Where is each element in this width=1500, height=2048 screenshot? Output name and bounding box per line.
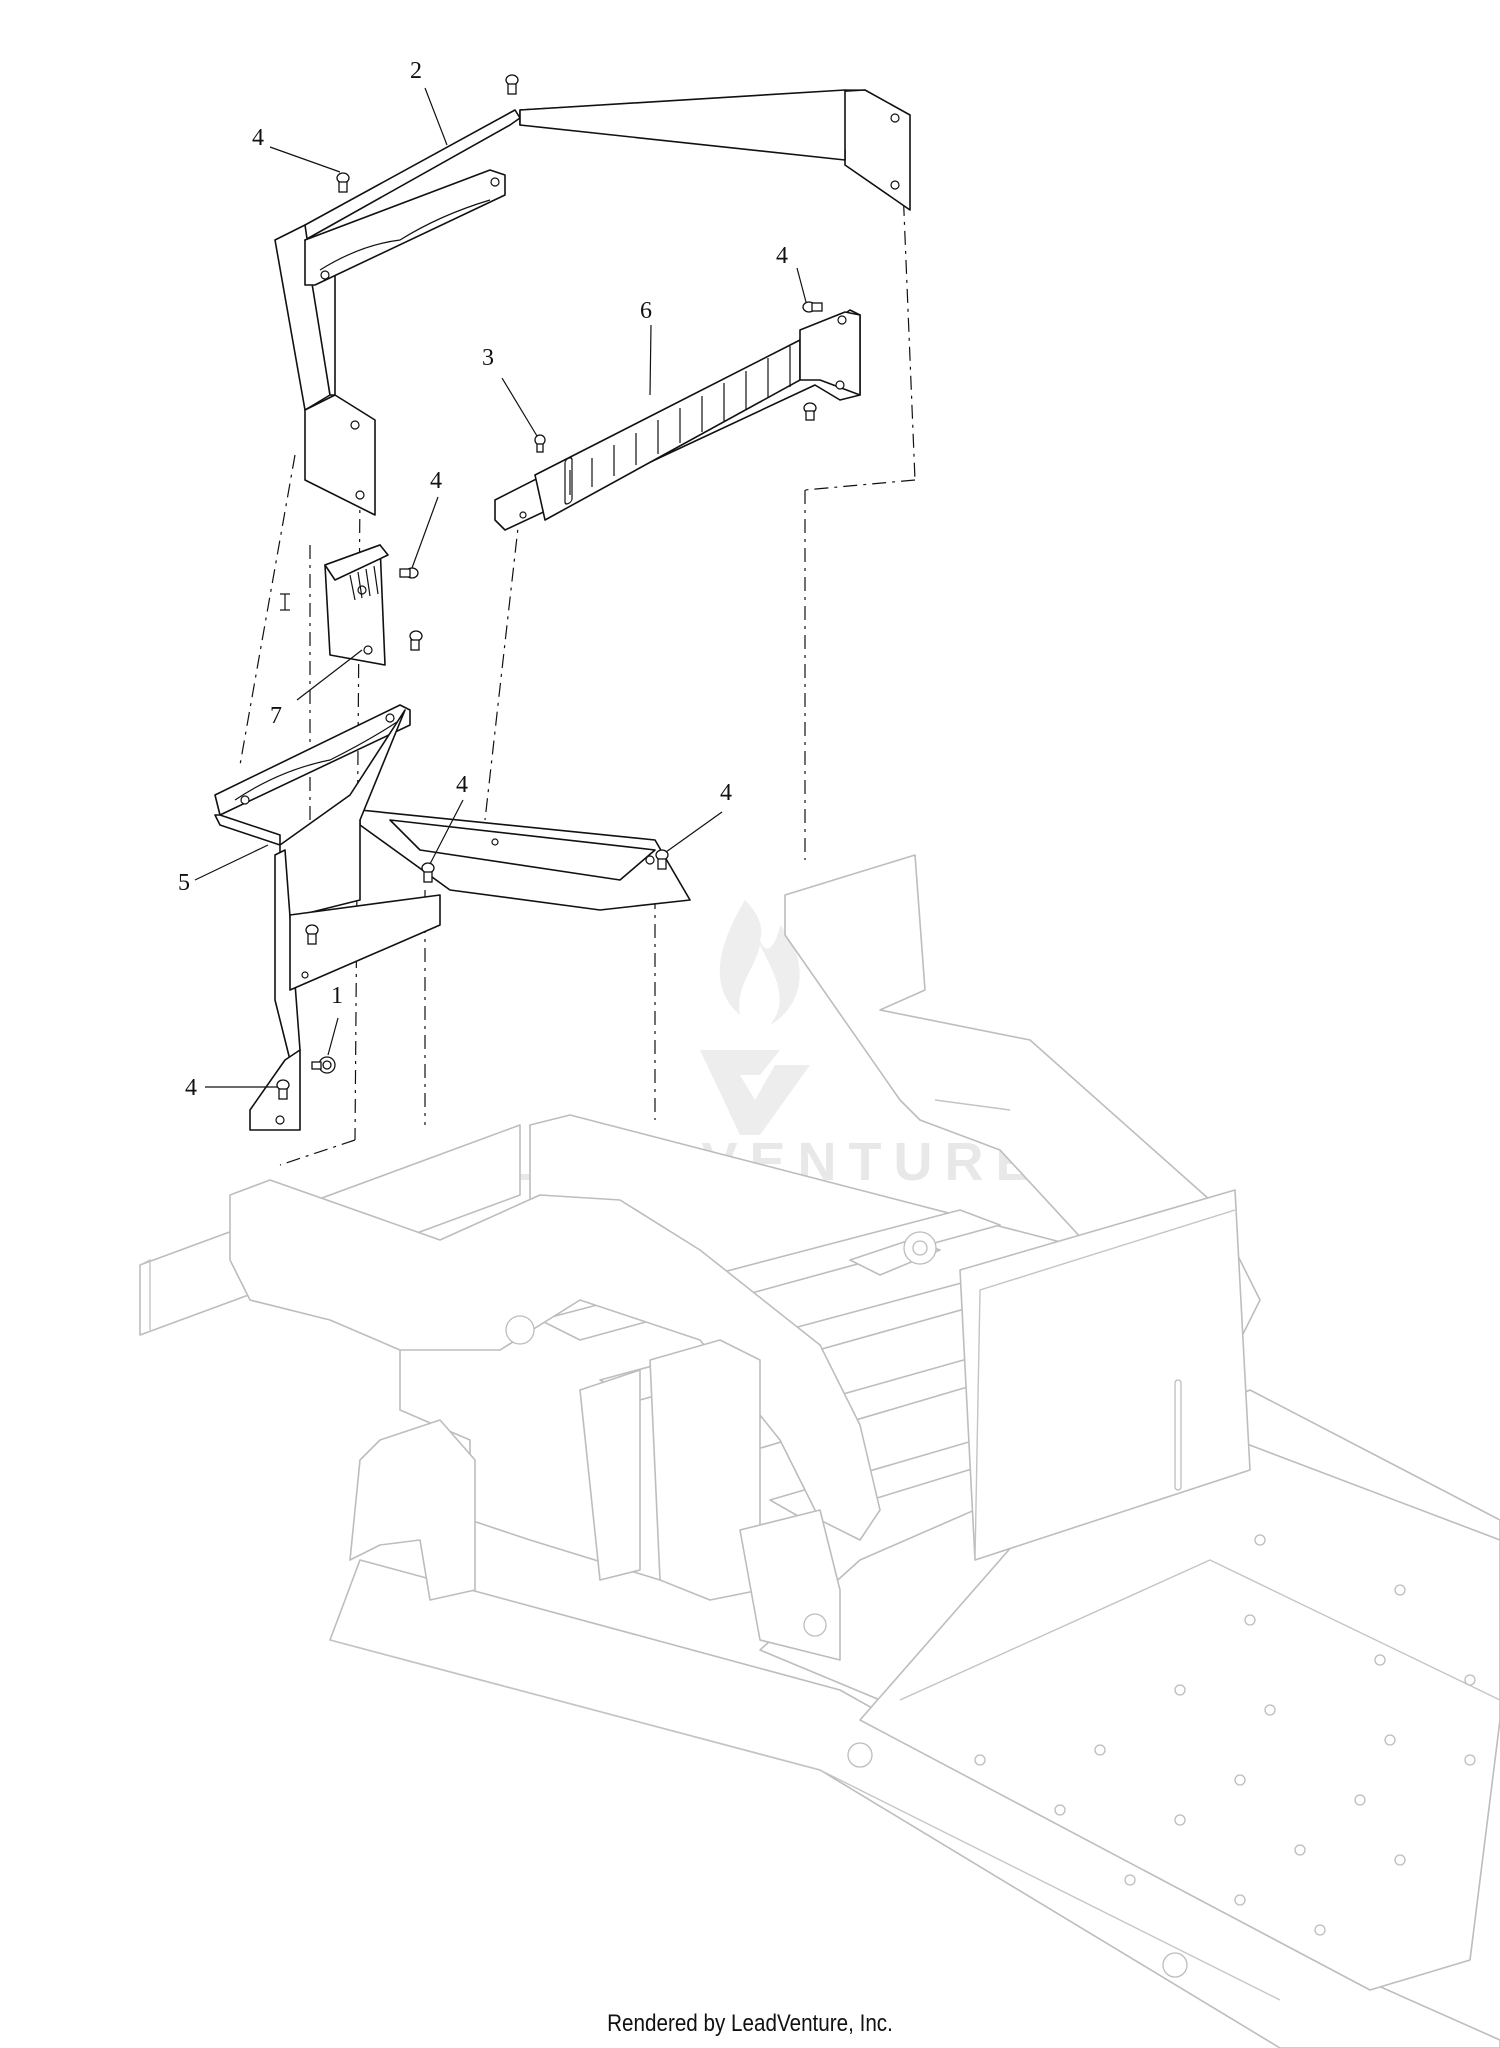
callout-1: 1 (331, 983, 343, 1009)
callout-4: 4 (430, 468, 442, 494)
callout-labels: 2 4 4 6 3 4 7 4 4 5 1 4 (178, 58, 788, 1101)
screw-icon (409, 630, 423, 651)
callout-4: 4 (776, 243, 788, 269)
screw-icon (505, 74, 519, 95)
screw-icon (802, 301, 823, 313)
callout-7: 7 (270, 703, 282, 729)
callout-4: 4 (185, 1075, 197, 1101)
screw-icon (421, 862, 435, 883)
callout-5: 5 (178, 870, 190, 896)
screw-icon (534, 434, 546, 453)
screw-icon (305, 924, 319, 945)
fasteners (276, 74, 823, 1100)
callout-2: 2 (410, 58, 422, 84)
deck-plate-holes (974, 1534, 1476, 1936)
callout-3: 3 (482, 345, 494, 371)
footer-credit: Rendered by LeadVenture, Inc. (607, 2010, 893, 2037)
vent-slots (564, 346, 791, 505)
screw-icon (276, 1079, 290, 1100)
screw-icon (655, 849, 669, 870)
part-6-slotted-rail (494, 309, 861, 531)
screw-icon (336, 172, 350, 193)
callout-4: 4 (252, 125, 264, 151)
callout-6: 6 (640, 298, 652, 324)
part-7-small-bracket (324, 544, 389, 666)
screw-icon (803, 402, 817, 421)
part-2-upper-bracket (274, 89, 911, 516)
screw-icon (399, 567, 419, 579)
clip-icon (311, 1056, 336, 1074)
part-5-lower-bracket (214, 704, 691, 1131)
callout-4: 4 (720, 780, 732, 806)
callout-4: 4 (456, 772, 468, 798)
bolt-icon (280, 593, 290, 611)
leader-lines (194, 87, 807, 1088)
chassis-frame (139, 854, 1500, 2048)
